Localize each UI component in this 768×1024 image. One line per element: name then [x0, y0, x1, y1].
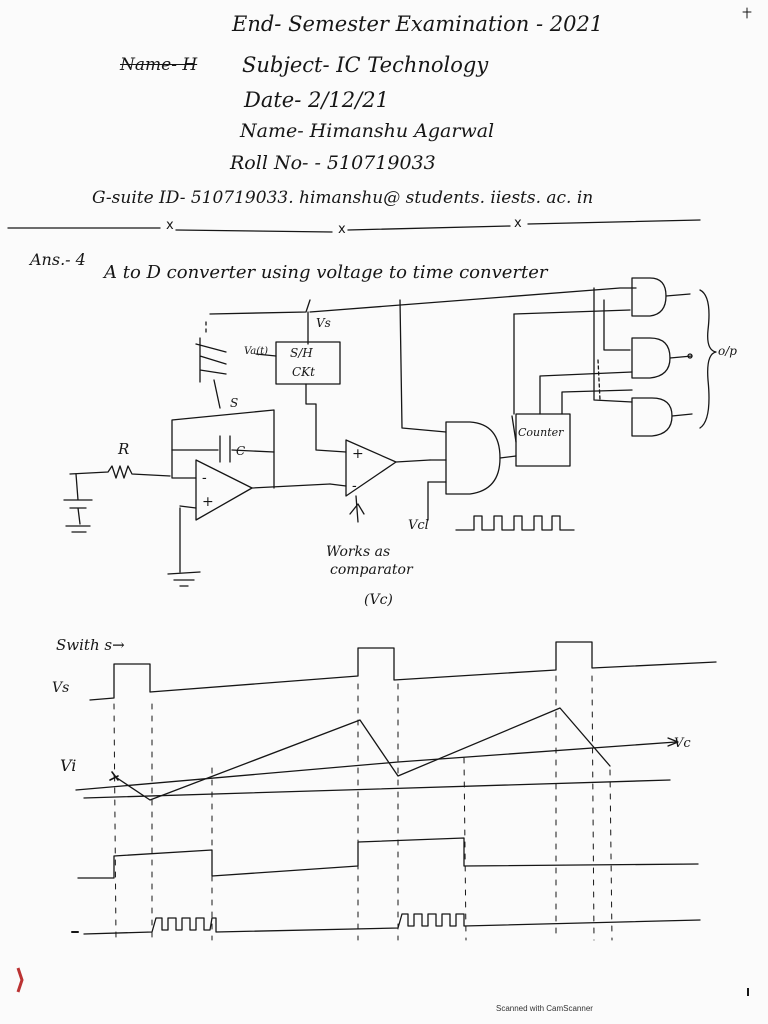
opamp-plus: +	[202, 494, 214, 510]
name-line: Name- Himanshu Agarwal	[240, 120, 495, 142]
counter-label: Counter	[518, 426, 564, 439]
note-line1: Works as	[326, 544, 391, 560]
vin-label: Va(t)	[244, 346, 269, 357]
circuit-diagram	[63, 277, 717, 587]
note-line2: comparator	[330, 562, 413, 578]
comparator-plus: +	[352, 446, 364, 462]
timing-diagram	[71, 641, 717, 941]
ink-mark	[742, 7, 752, 19]
vs-wave-label: Vs	[52, 680, 70, 696]
separator-mark: x	[514, 216, 522, 231]
vs-label: Vs	[316, 316, 331, 330]
separator-mark: x	[338, 222, 346, 237]
separator-line	[7, 219, 701, 233]
vi-wave-label: Vi	[60, 756, 77, 775]
scan-edge-mark	[16, 967, 24, 993]
clock-label: Vcl	[408, 518, 429, 533]
answer-heading: A to D converter using voltage to time c…	[104, 262, 548, 283]
output-label: o/p	[718, 344, 737, 358]
switch-label: S	[230, 396, 239, 410]
subject-line: Subject- IC Technology	[242, 53, 489, 77]
gsuite-line: G-suite ID- 510719033. himanshu@ student…	[92, 188, 594, 208]
roll-line: Roll No- - 510719033	[230, 152, 436, 174]
comparator-minus: -	[352, 478, 357, 494]
struck-name: Name- H	[120, 55, 198, 75]
exam-title: End- Semester Examination - 2021	[232, 12, 604, 36]
note-line3: (Vc)	[364, 592, 393, 608]
switch-wave-label: Swith s→	[56, 636, 125, 654]
date-line: Date- 2/12/21	[244, 88, 389, 112]
scanner-watermark: Scanned with CamScanner	[496, 1004, 593, 1013]
vc-wave-label: Vc	[674, 736, 691, 751]
sh-label: S/H	[290, 346, 313, 360]
opamp-minus: -	[202, 470, 207, 486]
answer-number: Ans.- 4	[30, 250, 86, 269]
resistor-label: R	[118, 440, 130, 458]
separator-mark: x	[166, 218, 174, 233]
ckt-label: CKt	[292, 365, 315, 379]
